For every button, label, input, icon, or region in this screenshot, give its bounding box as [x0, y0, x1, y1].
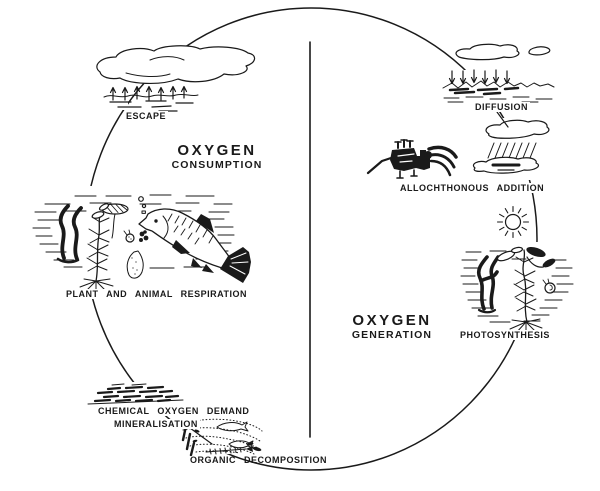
generation-subtitle: GENERATION [351, 328, 433, 341]
dark-leaf [526, 246, 546, 258]
fish-skeleton-head [246, 446, 253, 452]
spray-jet [427, 145, 458, 159]
fish-tail-fin [220, 247, 251, 283]
escape-cloud-icon [96, 45, 256, 84]
mineralisation-pointer-line [189, 427, 213, 445]
fish-gill [162, 215, 169, 239]
escape-water-dashes [109, 100, 194, 113]
spray-jet [429, 153, 456, 169]
machine-handle [366, 155, 396, 175]
machine-highlights [397, 153, 415, 163]
consumption-title: OXYGEN [177, 142, 257, 159]
leaf-stem [526, 256, 550, 268]
milfoil-needles [86, 216, 110, 272]
fish-scales [167, 213, 214, 245]
label-diffusion: DIFFUSION [473, 102, 530, 113]
label-escape: ESCAPE [124, 111, 169, 122]
sun-rays [496, 205, 530, 239]
fish-skeleton-icon [205, 447, 247, 455]
diffusion-illustration [442, 43, 555, 104]
rain-cloud-icon [485, 119, 550, 139]
milfoil-stem [522, 249, 528, 323]
escape-illustration [96, 45, 256, 113]
machine-body [390, 148, 430, 171]
label-respiration: PLANT AND ANIMAL RESPIRATION [64, 289, 249, 300]
generation-title: OXYGEN [352, 312, 432, 329]
escape-up-arrows-icon [109, 85, 188, 101]
floating-pod [510, 246, 524, 254]
photosynthesis-illustration [460, 246, 574, 336]
label-organic-decomposition: ORGANIC DECOMPOSITION [190, 455, 328, 465]
floating-leaf [98, 203, 110, 211]
label-mineralisation: MINERALISATION [112, 419, 200, 430]
sediment-baseline [87, 383, 184, 405]
lily-stem [111, 213, 116, 239]
diffusion-small-cloud-icon [528, 46, 551, 56]
fish-icon [138, 208, 231, 269]
pump-machine-illustration [366, 139, 458, 179]
rain-illustration [472, 119, 550, 174]
escape-cloud-detail [125, 56, 185, 77]
label-photosynthesis: PHOTOSYNTHESIS [458, 330, 552, 341]
wave-shadows [448, 86, 520, 96]
tattered-leaf [126, 250, 144, 279]
choppy-waves [442, 80, 555, 89]
fish-eye [154, 219, 158, 223]
milfoil-roots [79, 278, 114, 294]
fish-ventral-fins [191, 258, 214, 273]
bubble [141, 203, 147, 209]
consumption-subtitle: CONSUMPTION [171, 158, 263, 171]
berry-cluster [128, 230, 149, 242]
leaf-stipple [131, 257, 138, 275]
pointer-lines [189, 111, 509, 445]
machine-valves [397, 139, 411, 149]
fish-dorsal-fin [196, 214, 214, 233]
sun-illustration [496, 205, 530, 239]
bubble [141, 210, 146, 214]
sediment-illustration [87, 383, 184, 405]
milfoil-roots [509, 318, 543, 336]
dead-leaf [192, 439, 198, 443]
snail-spiral [549, 284, 553, 291]
spray-jet [429, 159, 452, 177]
label-chemical-oxygen-demand: CHEMICAL OXYGEN DEMAND [96, 406, 252, 417]
label-allochthonous-addition: ALLOCHTHONOUS ADDITION [398, 183, 547, 194]
coral-seaweed-icon [476, 255, 500, 311]
sediment-dashes [93, 385, 180, 403]
water-dashes [460, 250, 574, 323]
lily-pad-hatch [105, 204, 128, 214]
consumption-heading: OXYGEN CONSUMPTION [157, 143, 277, 171]
generation-heading: OXYGEN GENERATION [332, 313, 452, 341]
machine-nozzle [424, 151, 432, 159]
dead-fish-icon [216, 421, 249, 432]
fish-tail-stripes [229, 252, 249, 275]
seaweed-icon [58, 204, 83, 261]
diffusion-cloud-icon [455, 43, 520, 61]
machine-valve-tees [394, 139, 414, 143]
escape-water-surface [103, 93, 199, 98]
rain-streaks [487, 142, 537, 159]
milfoil-needles [513, 256, 537, 312]
snail-antennae [542, 278, 550, 285]
sun-icon [504, 213, 522, 231]
respiration-illustration [32, 194, 251, 294]
bubble [138, 196, 144, 202]
dead-leaf [252, 446, 262, 452]
snail-icon [544, 282, 556, 294]
diffusion-pointer-line [496, 111, 509, 128]
seaweed-base [56, 257, 80, 264]
snail-antennae [123, 229, 131, 236]
floating-leaf [91, 211, 105, 219]
coral-seaweed-base [477, 308, 497, 314]
machine-legs [396, 169, 418, 179]
circle-masks [30, 70, 584, 454]
dead-leaf [246, 442, 254, 446]
fish-pectoral-fin [172, 240, 190, 254]
